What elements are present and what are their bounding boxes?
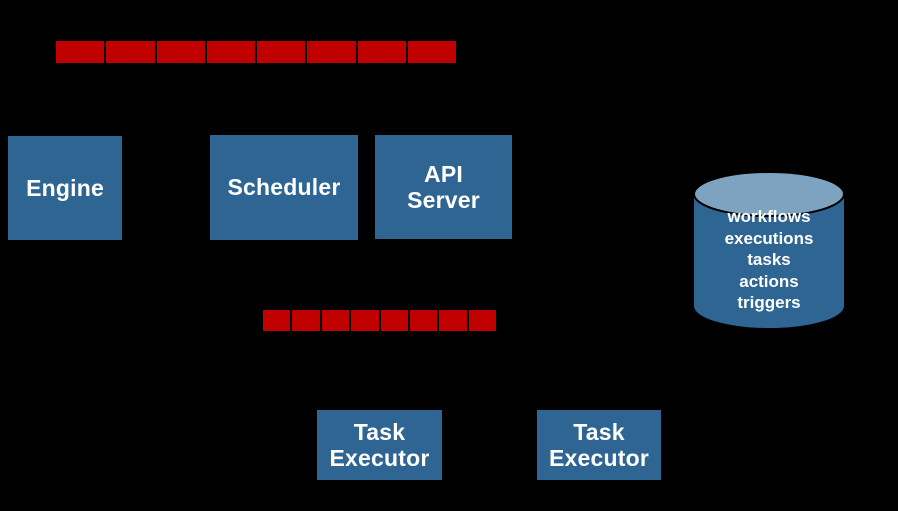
queue-segment bbox=[380, 310, 408, 331]
datastore-table-list: workflows executions tasks actions trigg… bbox=[724, 207, 814, 312]
middle-message-queue bbox=[263, 310, 496, 331]
datastore-cylinder[interactable]: workflows executions tasks actions trigg… bbox=[694, 172, 844, 328]
node-scheduler-label: Scheduler bbox=[227, 174, 341, 201]
node-task-executor-1[interactable]: Task Executor bbox=[317, 410, 442, 480]
queue-segment bbox=[263, 310, 291, 331]
top-message-queue bbox=[56, 41, 456, 63]
queue-segment bbox=[56, 41, 105, 63]
queue-segment bbox=[351, 310, 379, 331]
queue-segment bbox=[357, 41, 406, 63]
node-task-executor-2-label: Task Executor bbox=[548, 418, 650, 471]
queue-segment bbox=[292, 310, 320, 331]
node-api-server[interactable]: API Server bbox=[375, 135, 512, 239]
queue-segment bbox=[206, 41, 255, 63]
node-task-executor-2[interactable]: Task Executor bbox=[537, 410, 661, 480]
queue-segment bbox=[468, 310, 496, 331]
queue-segment bbox=[439, 310, 467, 331]
queue-segment bbox=[156, 41, 205, 63]
queue-segment bbox=[307, 41, 356, 63]
queue-segment bbox=[321, 310, 350, 331]
queue-segment bbox=[407, 41, 456, 63]
node-engine-label: Engine bbox=[26, 174, 104, 201]
queue-segment bbox=[257, 41, 306, 63]
node-api-server-label: API Server bbox=[407, 160, 480, 213]
database-cylinder-icon bbox=[694, 172, 844, 328]
node-engine[interactable]: Engine bbox=[8, 136, 122, 240]
node-task-executor-1-label: Task Executor bbox=[329, 418, 430, 471]
queue-segment bbox=[409, 310, 438, 331]
node-scheduler[interactable]: Scheduler bbox=[210, 135, 358, 240]
queue-segment bbox=[106, 41, 155, 63]
